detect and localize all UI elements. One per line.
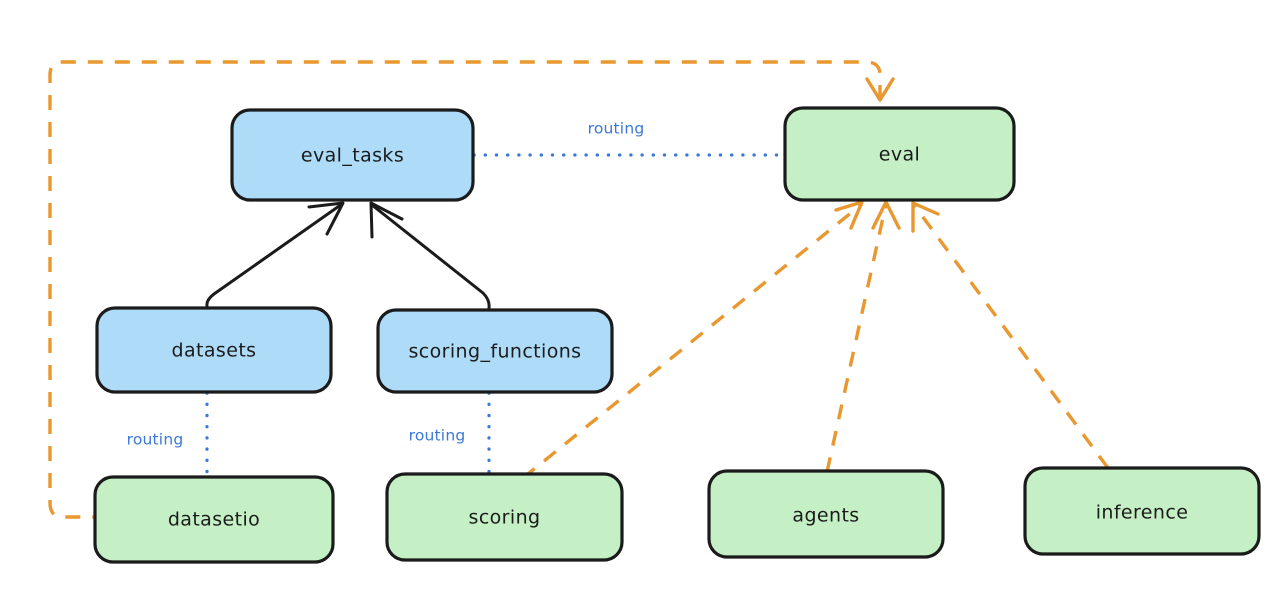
edge-label-bg-2 [111, 426, 199, 453]
edge-label-bg-3 [393, 422, 481, 449]
edge-path-eval-datasetio [48, 60, 882, 519]
arrowhead-datasets-eval_tasks [307, 201, 345, 236]
edge-label-text-2: routing [127, 431, 184, 449]
node-shape-agents [707, 469, 945, 559]
edge-label-routing-datasets-datasetio: routing [111, 426, 199, 453]
node-label-datasetio: datasetio [168, 509, 260, 531]
edge-path-datasets-eval_tasks [205, 202, 344, 308]
node-shape-scoring_functions [376, 308, 614, 394]
node-agents[interactable]: agents [707, 469, 945, 559]
edge-label-text-1: routing [588, 120, 645, 138]
node-label-scoring: scoring [469, 507, 541, 529]
node-label-eval: eval [879, 144, 920, 166]
edge-scoring-to-eval[interactable] [521, 200, 864, 480]
node-shape-scoring [385, 472, 624, 562]
edge-path-scoring_functions-eval_tasks [370, 203, 491, 310]
edge-label-bg-1 [572, 115, 660, 142]
arrowhead-scoring_functions-eval_tasks [369, 201, 404, 239]
node-shape-eval [783, 106, 1016, 202]
arrowhead-inference-eval [911, 201, 940, 233]
edge-path-scoring-eval [521, 202, 864, 480]
edge-scoring_functions-to-eval_tasks[interactable] [369, 201, 491, 310]
node-scoring_functions[interactable]: scoring_functions [376, 308, 614, 394]
arrowhead-eval-datasetio [865, 77, 895, 102]
edge-inference-to-eval[interactable] [911, 201, 1110, 470]
node-label-eval_tasks: eval_tasks [301, 145, 404, 167]
node-scoring[interactable]: scoring [385, 472, 624, 562]
node-datasetio[interactable]: datasetio [93, 475, 335, 564]
arrowhead-scoring-eval [834, 200, 864, 230]
edge-path-inference-eval [912, 203, 1110, 470]
node-datasets[interactable]: datasets [95, 306, 333, 394]
edge-eval-to-datasetio[interactable] [48, 60, 895, 519]
node-label-scoring_functions: scoring_functions [409, 341, 582, 363]
edge-agents-to-eval[interactable] [825, 200, 901, 473]
edge-path-agents-eval [825, 203, 888, 473]
node-shape-inference [1023, 466, 1261, 556]
node-label-datasets: datasets [172, 340, 257, 362]
node-eval_tasks[interactable]: eval_tasks [230, 108, 475, 202]
node-label-inference: inference [1096, 502, 1189, 524]
edge-datasets-to-eval_tasks[interactable] [205, 201, 345, 308]
node-shape-datasets [95, 306, 333, 394]
node-shape-eval_tasks [230, 108, 475, 202]
edge-label-routing-scoring_functions-scoring: routing [393, 422, 481, 449]
node-inference[interactable]: inference [1023, 466, 1261, 556]
node-shape-datasetio [93, 475, 335, 564]
node-label-agents: agents [792, 505, 859, 527]
node-eval[interactable]: eval [783, 106, 1016, 202]
edge-label-routing-eval_tasks-eval: routing [572, 115, 660, 142]
arrowhead-agents-eval [871, 200, 901, 230]
edge-label-text-3: routing [409, 427, 466, 445]
